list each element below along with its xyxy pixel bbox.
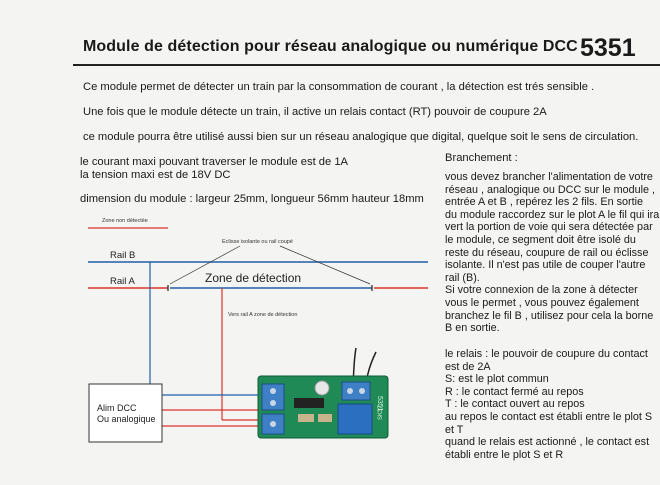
spec-dimensions: dimension du module : largeur 25mm, long… xyxy=(80,193,424,205)
branchement-line: Si votre connexion de la zone à détecter xyxy=(445,284,638,297)
product-reference: 5351 xyxy=(580,34,636,62)
relais-line: R : le contact fermé au repos xyxy=(445,385,584,398)
legend-label: Zone non détectée xyxy=(102,218,148,224)
branchement-line: réseau , analogique ou DCC sur le module… xyxy=(445,183,656,196)
branchement-line: du module raccordez sur le plot A le fil… xyxy=(445,208,660,221)
capacitor xyxy=(314,380,330,396)
branchement-heading: Branchement : xyxy=(445,152,518,164)
relais-line: au repos le contact est établi entre le … xyxy=(445,410,653,423)
terminal-screw xyxy=(270,421,276,427)
branchement-line: vous devez brancher l'alimentation de vo… xyxy=(445,171,653,183)
vers-rail-label: Vers rail A zone de détection xyxy=(228,312,297,318)
intro-line-3: ce module pourra être utilisé aussi bien… xyxy=(83,131,639,143)
alim-label-2: Ou analogique xyxy=(97,414,156,424)
eclisse-arrow-left xyxy=(169,245,241,285)
branchement-line: vert la portion de voie qui sera détecté… xyxy=(445,221,653,234)
page-title: Module de détection pour réseau analogiq… xyxy=(83,38,578,55)
relay-component xyxy=(337,403,373,435)
branchement-line: entrée A et B , repérez les 2 fils. En s… xyxy=(445,196,644,209)
terminal-screw xyxy=(347,388,353,394)
branchement-line: branchez le fil B , utilisez pour cela l… xyxy=(445,309,654,322)
branchement-line: le module, ce segment doit être isolé du xyxy=(445,233,636,246)
branchement-line: rail (B). xyxy=(445,271,480,284)
intro-line-2: Une fois que le module détecte un train,… xyxy=(83,106,547,118)
relais-line: est de 2A xyxy=(445,360,491,373)
eclisse-arrow-right xyxy=(279,245,371,285)
relay-terminal-block xyxy=(341,381,371,401)
relais-line: quand le relais est actionné , le contac… xyxy=(445,436,650,449)
relais-text: le relais : le pouvoir de coupure du con… xyxy=(445,348,660,461)
relais-line: S: est le plot commun xyxy=(445,373,549,386)
detection-module-board: 5351 SK37 xyxy=(257,375,389,439)
branchement-line: B en sortie. xyxy=(445,322,500,335)
relais-line: établi entre le plot S et R xyxy=(445,448,564,461)
terminal-block-in xyxy=(261,383,285,411)
board-ref-label: 5351 xyxy=(376,396,383,412)
spec-current: le courant maxi pouvant traverser le mod… xyxy=(80,156,349,168)
ic-chip xyxy=(294,398,324,408)
intro-line-1: Ce module permet de détecter un train pa… xyxy=(83,81,595,93)
board-code-label: SK37 xyxy=(378,405,384,420)
branchement-text: vous devez brancher l'alimentation de vo… xyxy=(445,171,660,335)
relais-line: T : le contact ouvert au repos xyxy=(445,398,585,411)
resistor xyxy=(318,414,332,422)
eclisse-label: Eclisse isolante ou rail coupé xyxy=(222,239,293,245)
terminal-screw xyxy=(359,388,365,394)
rail-b-label: Rail B xyxy=(110,250,135,261)
branchement-line: vous le permet , vous pouvez également xyxy=(445,296,639,309)
branchement-line: reste du réseau, coupure de rail ou écli… xyxy=(445,246,649,259)
spec-voltage: la tension maxi est de 18V DC xyxy=(80,169,231,181)
terminal-screw xyxy=(270,400,276,406)
terminal-screw xyxy=(270,388,276,394)
relais-line: et T xyxy=(445,423,464,436)
branchement-line: isolante. Il n'est pas utile de couper l… xyxy=(445,259,646,272)
resistor xyxy=(298,414,314,422)
rail-a-label: Rail A xyxy=(110,276,135,287)
alim-label-1: Alim DCC xyxy=(97,403,137,413)
title-rule xyxy=(73,64,660,66)
alim-box xyxy=(88,383,163,443)
zone-label: Zone de détection xyxy=(205,271,301,285)
relais-line: le relais : le pouvoir de coupure du con… xyxy=(445,348,648,360)
